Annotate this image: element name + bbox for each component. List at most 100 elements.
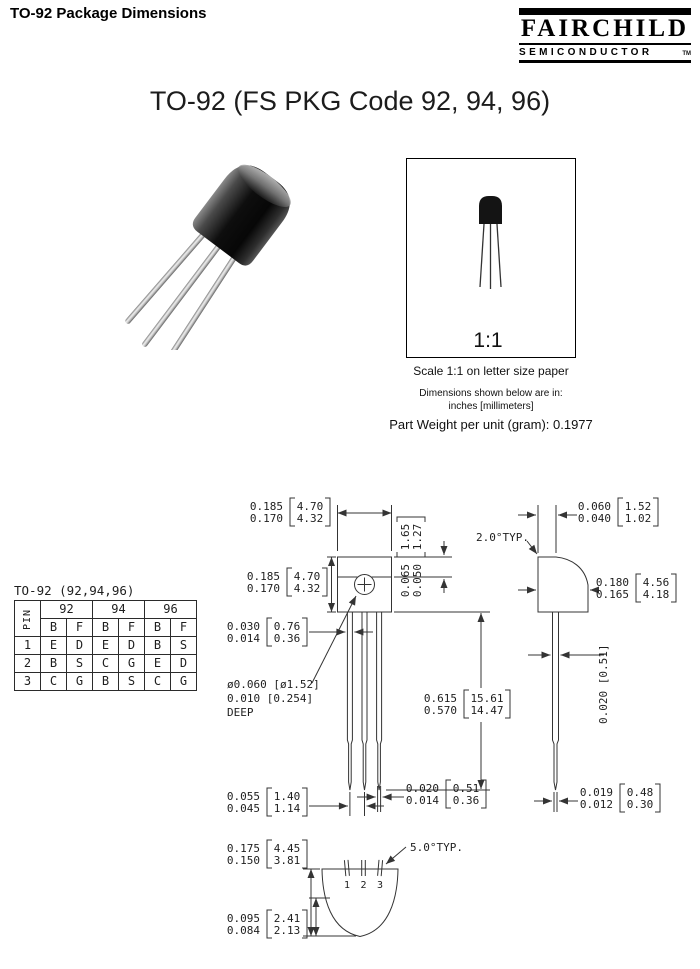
svg-text:15.61: 15.61 — [470, 692, 503, 705]
svg-text:0.185: 0.185 — [247, 570, 280, 583]
pin-table-corner: PIN — [14, 600, 41, 637]
svg-text:4.32: 4.32 — [294, 582, 321, 595]
svg-text:0.185: 0.185 — [250, 500, 283, 513]
logo-division: SEMICONDUCTOR — [519, 47, 653, 58]
pin-table-row: 3 C G B S C G — [14, 672, 197, 691]
svg-text:2.0°TYP.: 2.0°TYP. — [476, 531, 529, 544]
svg-text:4.45: 4.45 — [274, 842, 301, 855]
svg-text:2.41: 2.41 — [274, 912, 301, 925]
dim-top-bevel: 0.065 0.050 1.65 1.27 — [394, 516, 452, 597]
svg-text:0.36: 0.36 — [274, 632, 301, 645]
mini-transistor-lead — [479, 223, 485, 288]
svg-text:0.014: 0.014 — [406, 794, 439, 807]
dim-body-height: 0.185 0.170 4.70 4.32 — [247, 556, 336, 613]
svg-text:1.02: 1.02 — [625, 512, 652, 525]
scale-caption: Scale 1:1 on letter size paper — [413, 364, 569, 378]
side-lead — [552, 612, 559, 791]
units-note-line2: inches [millimeters] — [448, 401, 534, 412]
svg-text:4.32: 4.32 — [297, 512, 324, 525]
dim-bottom-depth: 0.175 0.150 4.45 3.81 — [227, 839, 356, 937]
transistor-body-group — [125, 164, 291, 350]
package-title: TO-92 (FS PKG Code 92, 94, 96) — [149, 86, 551, 116]
dim-lead-pitch: 0.055 0.045 1.40 1.14 — [227, 787, 384, 817]
front-view — [337, 556, 392, 791]
svg-text:14.47: 14.47 — [470, 704, 503, 717]
front-dimple — [354, 574, 375, 595]
transistor-leg — [142, 241, 223, 347]
pin-cell: B — [92, 672, 119, 691]
dim-flat-offset: 0.095 0.084 2.41 2.13 — [227, 897, 330, 939]
pin-cell: C — [40, 672, 67, 691]
svg-text:0.040: 0.040 — [578, 512, 611, 525]
dim-dimple-callout: ø0.060 [ø1.52] 0.010 [0.254] DEEP — [227, 595, 357, 719]
svg-text:ø0.060 [ø1.52]: ø0.060 [ø1.52] — [227, 678, 320, 691]
fairchild-logo: FAIRCHILD SEMICONDUCTOR TM — [519, 8, 691, 63]
logo-trademark: TM — [682, 51, 691, 57]
svg-text:4.70: 4.70 — [297, 500, 324, 513]
svg-text:0.30: 0.30 — [627, 798, 654, 811]
dim-side-tip-thickness: 0.019 0.012 0.48 0.30 — [534, 783, 661, 813]
svg-text:0.020: 0.020 — [406, 782, 439, 795]
page-title: TO-92 Package Dimensions — [10, 5, 207, 22]
svg-text:2.13: 2.13 — [274, 924, 301, 937]
svg-text:1.65: 1.65 — [399, 524, 412, 551]
svg-text:0.065: 0.065 — [399, 564, 412, 597]
svg-text:3.81: 3.81 — [274, 854, 301, 867]
svg-text:1.52: 1.52 — [625, 500, 652, 513]
dim-angle-5deg: 5.0°TYP. — [385, 841, 463, 865]
svg-text:1.14: 1.14 — [274, 802, 301, 815]
bottom-view: 1 2 3 — [321, 859, 399, 938]
svg-text:0.055: 0.055 — [227, 790, 260, 803]
svg-text:0.51: 0.51 — [453, 782, 480, 795]
svg-text:0.019: 0.019 — [580, 786, 613, 799]
svg-text:0.030: 0.030 — [227, 620, 260, 633]
svg-text:0.76: 0.76 — [274, 620, 301, 633]
svg-text:0.012: 0.012 — [580, 798, 613, 811]
dim-lead-length: 0.615 0.570 15.61 14.47 — [386, 611, 511, 791]
dim-body-width: 0.185 0.170 4.70 4.32 — [250, 497, 392, 551]
svg-text:0.175: 0.175 — [227, 842, 260, 855]
svg-text:0.010 [0.254]: 0.010 [0.254] — [227, 692, 313, 705]
pin-cell: G — [170, 672, 197, 691]
scale-ratio-label: 1:1 — [473, 329, 502, 352]
svg-text:5.0°TYP.: 5.0°TYP. — [410, 841, 463, 854]
pin-number-cell: 3 — [14, 672, 41, 691]
svg-text:0.084: 0.084 — [227, 924, 260, 937]
weight-note: Part Weight per unit (gram): 0.1977 — [389, 417, 593, 432]
transistor-photo — [125, 164, 291, 350]
svg-text:0.020 [0.51]: 0.020 [0.51] — [597, 645, 610, 724]
svg-text:0.170: 0.170 — [247, 582, 280, 595]
dim-side-depth: 0.180 0.165 4.56 4.18 — [518, 573, 677, 603]
svg-text:4.56: 4.56 — [643, 576, 670, 589]
logo-rule — [519, 42, 691, 45]
dim-side-lead-thickness: 0.020 [0.51] — [528, 645, 610, 724]
transistor-leg — [125, 230, 208, 324]
mini-transistor-body — [479, 196, 502, 224]
front-lead-2 — [361, 612, 368, 791]
dim-angle-2deg: 2.0°TYP. — [476, 531, 538, 555]
svg-text:0.045: 0.045 — [227, 802, 260, 815]
bottom-pin-3: 3 — [377, 880, 383, 891]
bottom-pin-1: 1 — [344, 880, 350, 891]
side-view — [537, 556, 589, 791]
front-lead-3 — [376, 612, 383, 791]
pin-table-title: TO-92 (92,94,96) — [14, 583, 135, 598]
transistor-leg — [168, 253, 239, 350]
svg-text:0.095: 0.095 — [227, 912, 260, 925]
logo-brand: FAIRCHILD — [520, 15, 690, 42]
mini-transistor-lead — [496, 223, 502, 288]
pin-table: PIN 92 94 96 B F B F B F 1 E D E D B S 2… — [14, 600, 197, 691]
pin-cell: S — [170, 636, 197, 655]
svg-text:0.36: 0.36 — [453, 794, 480, 807]
dim-lead-tip-width: 0.020 0.014 0.51 0.36 — [357, 779, 487, 812]
svg-text:0.165: 0.165 — [596, 588, 629, 601]
units-note-line1: Dimensions shown below are in: — [419, 388, 563, 399]
svg-text:0.050: 0.050 — [411, 564, 424, 597]
svg-text:0.060: 0.060 — [578, 500, 611, 513]
pin-table-row: 1 E D E D B S — [14, 636, 197, 655]
pin-table-subheader: F — [170, 618, 197, 637]
svg-text:1.40: 1.40 — [274, 790, 301, 803]
svg-text:0.150: 0.150 — [227, 854, 260, 867]
transistor-dome-highlight — [238, 164, 291, 208]
